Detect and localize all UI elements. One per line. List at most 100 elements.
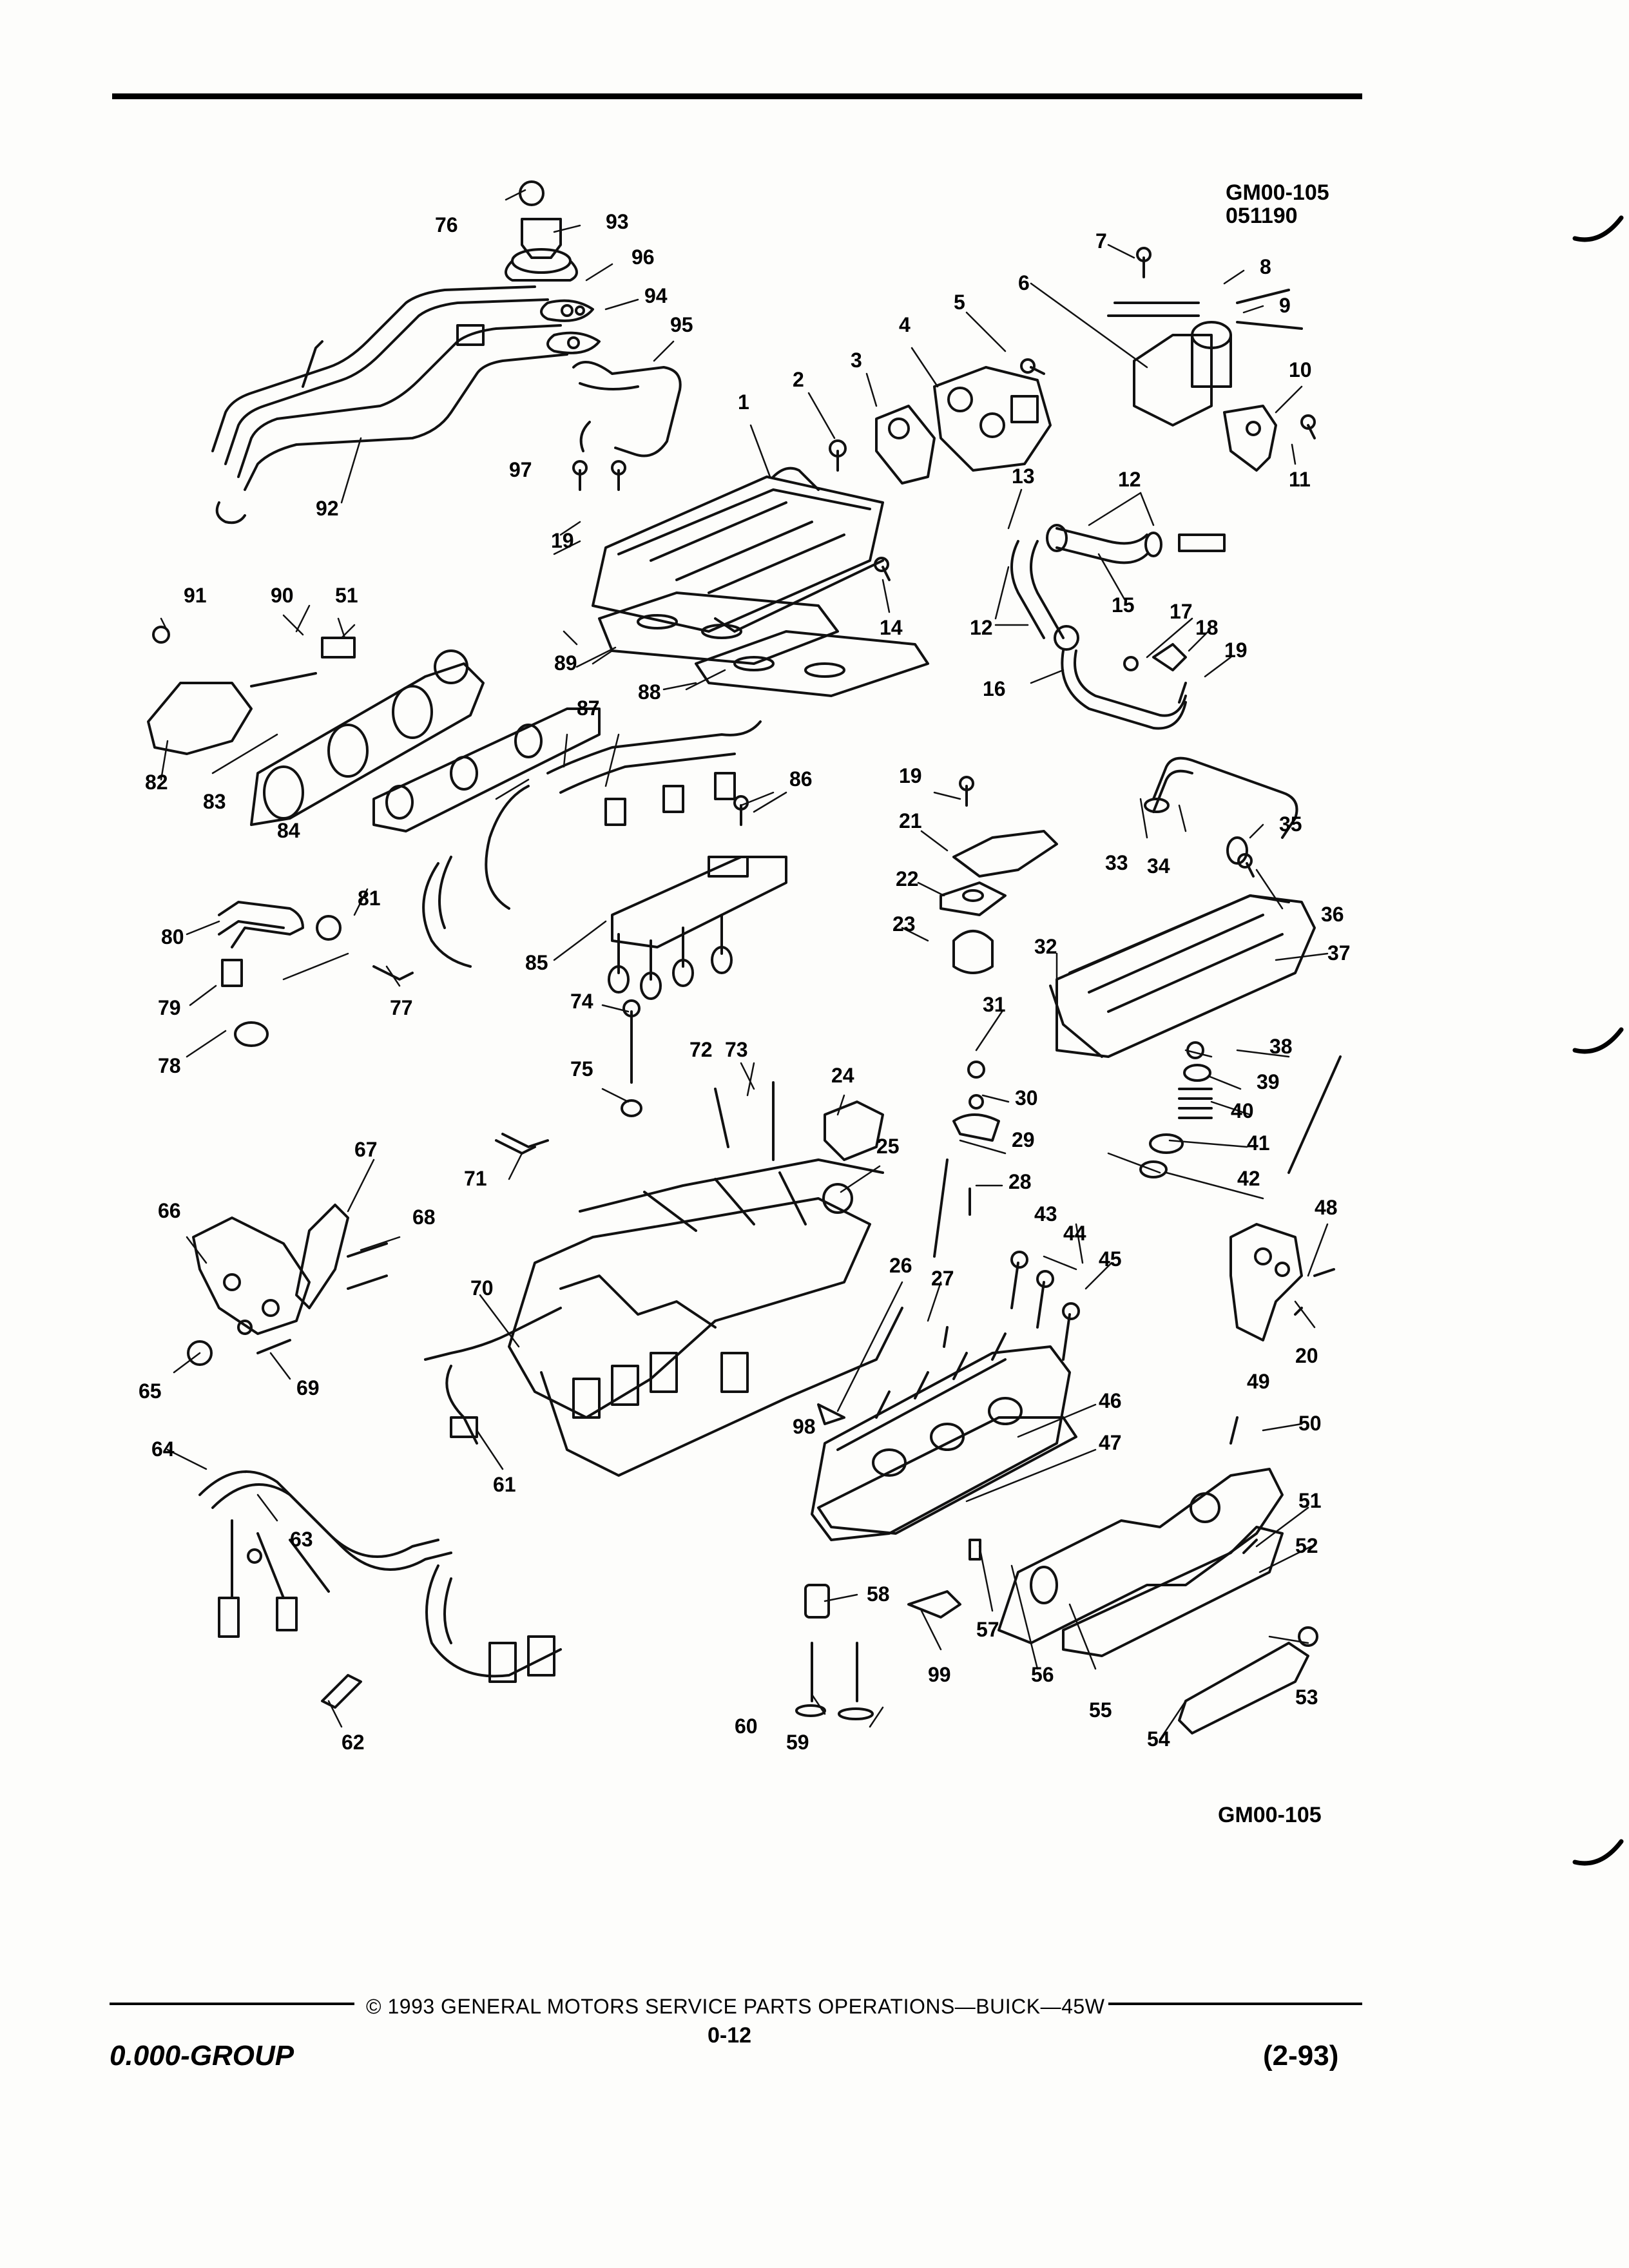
callout-number: 61 xyxy=(493,1473,516,1496)
callout-number: 68 xyxy=(412,1206,436,1229)
callout-number: 93 xyxy=(606,210,629,233)
callout-number: 36 xyxy=(1321,903,1344,926)
callout-number: 97 xyxy=(509,458,532,481)
callout-number: 27 xyxy=(931,1267,954,1290)
callout-number: 50 xyxy=(1298,1412,1322,1435)
callout-number: 74 xyxy=(570,990,593,1013)
callout-number: 12 xyxy=(970,616,993,639)
upper-intake-plenum xyxy=(592,466,884,633)
callout-number: 54 xyxy=(1147,1727,1170,1751)
callout-number: 7 xyxy=(1095,229,1107,253)
callout-number: 34 xyxy=(1147,854,1170,878)
callout-number: 11 xyxy=(1289,468,1311,491)
callout-number: 5 xyxy=(954,291,965,314)
head-bolts xyxy=(943,1251,1080,1361)
callout-number: 6 xyxy=(1018,271,1030,294)
footer-revision-date: (2-93) xyxy=(1263,2040,1339,2071)
callout-number: 59 xyxy=(786,1731,809,1754)
callout-number: 73 xyxy=(725,1038,748,1061)
callout-number: 52 xyxy=(1295,1534,1318,1557)
callout-number: 83 xyxy=(203,790,226,813)
callout-number: 86 xyxy=(789,767,813,791)
footer-rule-right xyxy=(1108,2003,1362,2005)
callout-number: 4 xyxy=(899,313,911,336)
callout-number: 18 xyxy=(1195,616,1219,639)
callout-number: 78 xyxy=(158,1054,181,1077)
callout-number: 55 xyxy=(1089,1698,1112,1722)
pcv-tube xyxy=(1144,756,1298,865)
callout-number: 56 xyxy=(1031,1663,1054,1686)
footer-rule-left xyxy=(110,2003,354,2005)
callout-number: 15 xyxy=(1112,593,1135,617)
accessory-bracket-right xyxy=(1229,1223,1335,1341)
callout-number: 89 xyxy=(554,651,577,675)
callout-number: 45 xyxy=(1099,1247,1122,1271)
callout-number: 10 xyxy=(1289,358,1312,381)
callout-number: 9 xyxy=(1279,294,1291,317)
callout-number: 43 xyxy=(1034,1202,1057,1225)
callout-number: 16 xyxy=(983,677,1006,700)
callout-number: 20 xyxy=(1295,1344,1318,1367)
callout-number: 40 xyxy=(1231,1099,1254,1122)
callout-number: 96 xyxy=(631,245,655,269)
callout-number: 23 xyxy=(892,912,916,936)
callout-leaders xyxy=(160,189,1329,1741)
callout-number: 80 xyxy=(161,925,184,948)
exhaust-manifold-left xyxy=(250,649,601,832)
callout-number: 42 xyxy=(1237,1167,1260,1190)
callout-number: 44 xyxy=(1063,1222,1086,1245)
callout-number: 32 xyxy=(1034,935,1057,958)
spark-plug-wires xyxy=(198,1470,562,1709)
callout-number: 65 xyxy=(139,1379,162,1403)
callout-number: 85 xyxy=(525,951,548,974)
callout-number: 14 xyxy=(880,616,903,639)
callout-number: 31 xyxy=(983,993,1006,1016)
exhaust-manifold-right xyxy=(998,1416,1318,1735)
hole-punch-mark xyxy=(1572,215,1624,242)
callout-number: 22 xyxy=(896,867,919,890)
footer-group-label: 0.000-GROUP xyxy=(110,2040,294,2071)
evap-canister-bracket xyxy=(1107,289,1303,472)
valve-cover xyxy=(1049,894,1316,1058)
callout-number: 72 xyxy=(689,1038,713,1061)
callout-number: 57 xyxy=(976,1618,999,1641)
callout-number: 33 xyxy=(1105,851,1128,874)
callout-number: 92 xyxy=(316,497,339,520)
callout-number: 70 xyxy=(470,1276,494,1300)
figure-id: GM00-105 xyxy=(1226,180,1329,205)
callout-number: 41 xyxy=(1247,1131,1270,1155)
callout-number: 66 xyxy=(158,1199,181,1222)
callout-number: 60 xyxy=(735,1715,758,1738)
coolant-hoses xyxy=(1010,524,1226,730)
footer-page-number: 0-12 xyxy=(708,2023,752,2048)
callout-number: 58 xyxy=(867,1582,890,1606)
callout-number: 39 xyxy=(1257,1070,1280,1093)
callout-number: 75 xyxy=(570,1057,593,1081)
callout-number: 26 xyxy=(889,1254,912,1277)
callout-number: 30 xyxy=(1015,1086,1038,1110)
callout-number: 35 xyxy=(1279,812,1302,836)
callout-number: 29 xyxy=(1012,1128,1035,1151)
callout-number: 64 xyxy=(151,1437,175,1461)
callout-number: 37 xyxy=(1327,941,1351,965)
valves-and-lifters xyxy=(795,1539,981,1720)
callout-number: 24 xyxy=(831,1064,854,1087)
manifold-bolts xyxy=(501,999,775,1161)
rocker-arm-parts xyxy=(933,1061,1000,1258)
callout-number: 88 xyxy=(638,680,661,704)
engine-mount-brackets xyxy=(187,1204,388,1366)
callout-number: 19 xyxy=(1224,639,1248,662)
callout-number: 46 xyxy=(1099,1389,1122,1412)
callout-number: 19 xyxy=(899,764,922,787)
callout-number: 87 xyxy=(577,697,600,720)
callout-number: 48 xyxy=(1315,1196,1338,1219)
callout-number: 13 xyxy=(1012,465,1035,488)
callout-number: 95 xyxy=(670,313,693,336)
callout-number: 1 xyxy=(738,390,749,414)
callout-number: 3 xyxy=(851,349,862,372)
callout-number: 62 xyxy=(342,1731,365,1754)
fuel-rail-injectors xyxy=(608,856,787,1000)
small-bolts xyxy=(152,247,1316,878)
